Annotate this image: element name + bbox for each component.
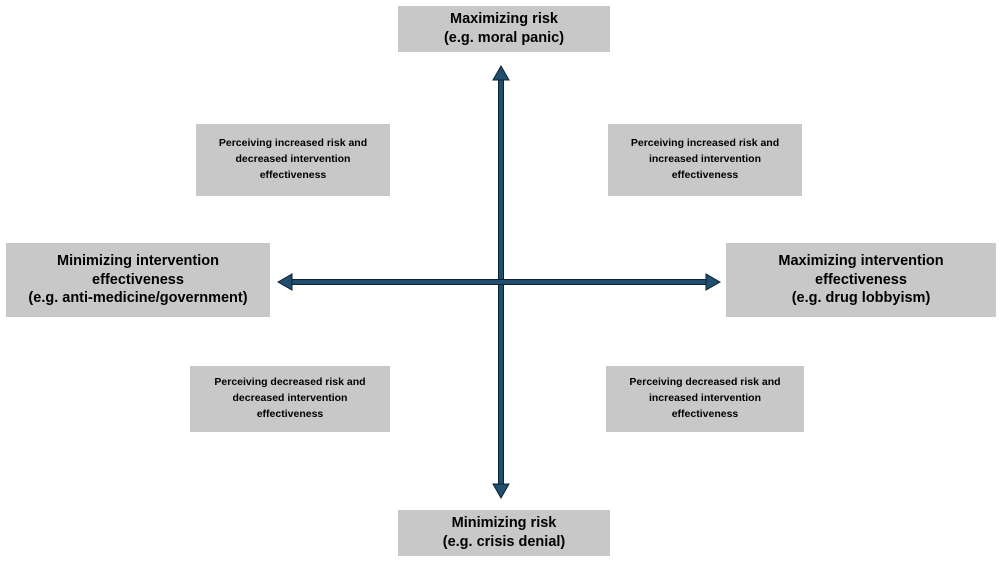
- pole-right-line1: Maximizing intervention: [778, 252, 944, 269]
- pole-left-line2: effectiveness: [92, 271, 184, 288]
- pole-left-line3: (e.g. anti-medicine/government): [28, 290, 248, 307]
- pole-bottom-line1: Minimizing risk: [451, 515, 557, 532]
- pole-bottom-minimizing-risk: Minimizing risk (e.g. crisis denial): [398, 510, 610, 556]
- quadrant-bottom-right-line1: Perceiving decreased risk and: [629, 376, 781, 389]
- pole-right-maximizing-intervention: Maximizing intervention effectiveness (e…: [726, 243, 996, 317]
- quadrant-bottom-right-line3: effectiveness: [671, 407, 739, 420]
- quadrant-bottom-right-line2: increased intervention: [648, 392, 762, 405]
- pole-bottom-line2: (e.g. crisis denial): [442, 534, 566, 550]
- quadrant-top-right-line3: effectiveness: [671, 168, 739, 181]
- quadrant-top-left-line1: Perceiving increased risk and: [218, 137, 368, 150]
- pole-top-line1: Maximizing risk: [450, 11, 558, 28]
- pole-right-line3: (e.g. drug lobbyism): [791, 290, 931, 307]
- quadrant-top-left-line2: decreased intervention: [235, 153, 351, 166]
- quadrant-bottom-left-line2: decreased intervention: [232, 392, 348, 405]
- horizontal-axis-arrow: [276, 273, 722, 291]
- quadrant-top-left-line3: effectiveness: [259, 168, 327, 181]
- pole-top-maximizing-risk: Maximizing risk (e.g. moral panic): [398, 6, 610, 52]
- quadrant-top-right-line2: increased intervention: [648, 153, 762, 166]
- pole-left-line1: Minimizing intervention: [57, 252, 219, 269]
- quadrant-top-right-line1: Perceiving increased risk and: [630, 137, 780, 150]
- pole-right-line2: effectiveness: [815, 271, 907, 288]
- quadrant-bottom-right: Perceiving decreased risk and increased …: [606, 366, 804, 432]
- quadrant-top-right: Perceiving increased risk and increased …: [608, 124, 802, 196]
- quadrant-bottom-left: Perceiving decreased risk and decreased …: [190, 366, 390, 432]
- pole-left-minimizing-intervention: Minimizing intervention effectiveness (e…: [6, 243, 270, 317]
- pole-top-line2: (e.g. moral panic): [443, 30, 565, 46]
- quadrant-top-left: Perceiving increased risk and decreased …: [196, 124, 390, 196]
- quadrant-bottom-left-line1: Perceiving decreased risk and: [214, 376, 366, 389]
- quadrant-bottom-left-line3: effectiveness: [256, 407, 324, 420]
